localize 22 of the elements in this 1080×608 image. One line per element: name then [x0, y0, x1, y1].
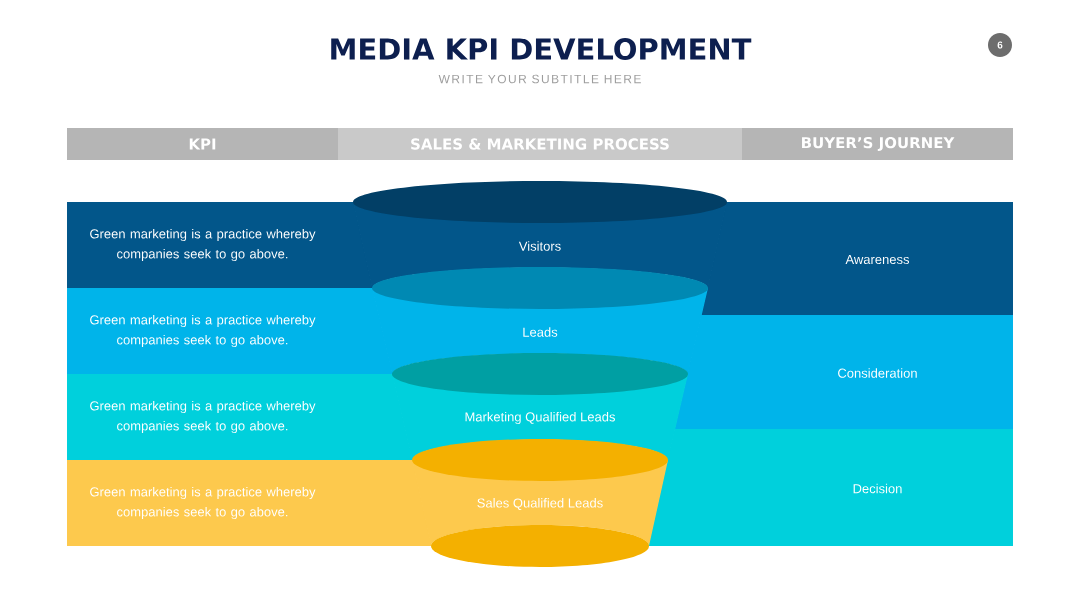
- color-band: Consideration: [674, 315, 1013, 429]
- color-band: Decision: [648, 429, 1013, 546]
- color-band: Green marketing is a practice whereby companies seek to go above.: [67, 288, 393, 374]
- node-label: Awareness: [845, 254, 910, 265]
- title: MEDIA KPI DEVELOPMENT: [331, 38, 752, 60]
- color-band: Green marketing is a practice whereby companies seek to go above.: [67, 460, 432, 546]
- node-label: Green marketing is a practice whereby companies seek to go above.: [90, 486, 316, 520]
- page-number-badge: 6: [988, 33, 1012, 57]
- color-band: Green marketing is a practice whereby companies seek to go above.: [67, 202, 373, 288]
- node-label: Marketing Qualified Leads: [465, 411, 616, 425]
- header-cell: BUYER’S JOURNEY: [742, 128, 1013, 160]
- funnel-segment: Sales Qualified Leads: [412, 439, 668, 567]
- node-label: Green marketing is a practice whereby companies seek to go above.: [90, 400, 316, 434]
- node-label: Leads: [523, 327, 558, 337]
- node-label: Green marketing is a practice whereby companies seek to go above.: [90, 228, 316, 262]
- color-band: Green marketing is a practice whereby companies seek to go above.: [67, 374, 413, 460]
- color-band: Awareness: [701, 202, 1013, 315]
- node-label: Sales Qualified Leads: [477, 498, 603, 510]
- header-cell: KPI: [67, 128, 338, 160]
- subtitle: WRITE YOUR SUBTITLE HERE: [438, 74, 641, 84]
- node-label: Green marketing is a practice whereby companies seek to go above.: [90, 314, 316, 348]
- node-label: Visitors: [518, 241, 561, 251]
